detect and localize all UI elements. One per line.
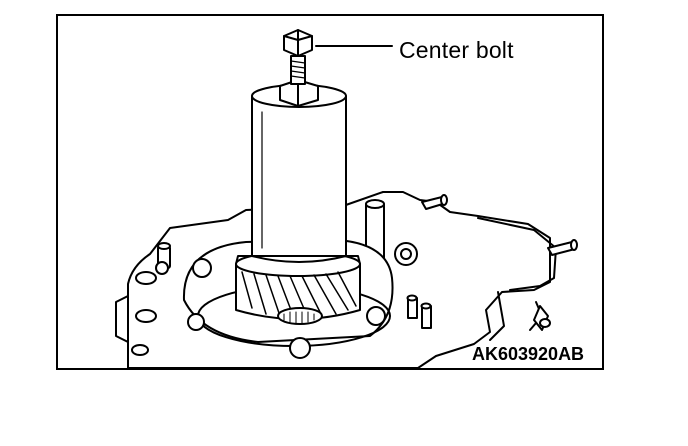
callout-label-center-bolt: Center bolt [399,37,514,63]
figure-code: AK603920AB [472,344,585,364]
housing-studs [421,194,578,331]
figure-frame: Center bolt AK603920AB [56,14,604,370]
helical-gear [235,251,361,325]
technical-illustration [115,29,578,368]
puller-cylinder [251,84,347,263]
center-bolt [279,29,319,107]
